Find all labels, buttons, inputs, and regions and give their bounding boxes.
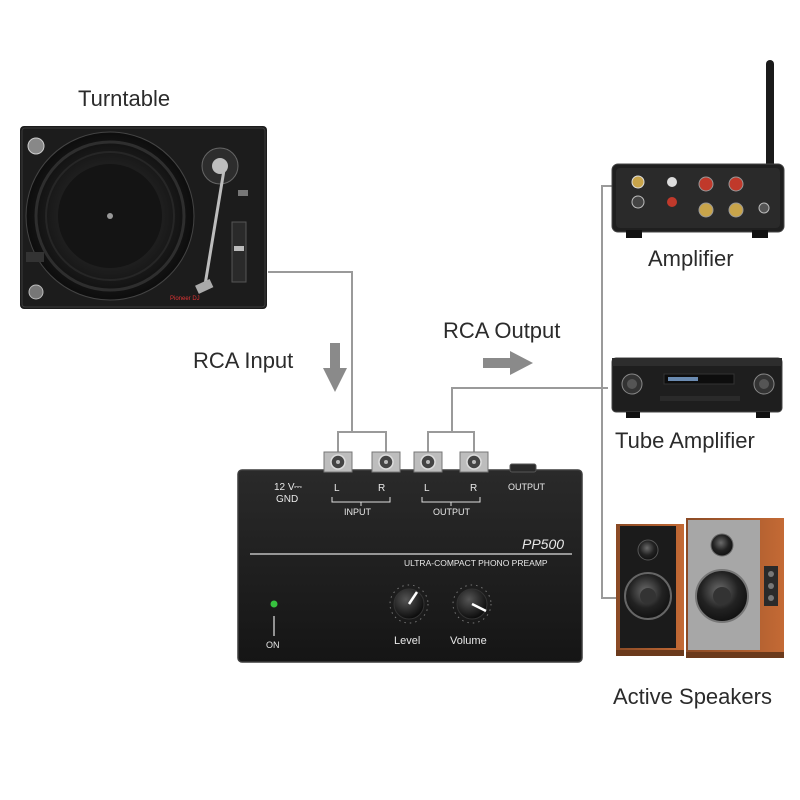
antenna (766, 60, 774, 170)
output-label: OUTPUT (433, 507, 471, 517)
volume-label: Volume (450, 635, 487, 647)
volume-knob (452, 584, 492, 624)
rca-input-right-jack (371, 451, 401, 473)
rca-output-left-jack (413, 451, 443, 473)
turntable-wire (268, 271, 353, 432)
start-stop-knob (27, 137, 45, 155)
output-right-label: R (470, 483, 477, 494)
subtitle: ULTRA-COMPACT PHONO PREAMP (404, 558, 548, 568)
rca-output-label: RCA Output (443, 318, 561, 343)
on-label: ON (266, 640, 280, 650)
wires (268, 185, 624, 599)
tube-amplifier-label: Tube Amplifier (615, 428, 755, 453)
rca-input-label: RCA Input (193, 348, 294, 373)
power-led (270, 600, 278, 608)
output-jack-label: OUTPUT (508, 482, 546, 492)
input-label: INPUT (344, 507, 372, 517)
gnd-label: GND (276, 494, 298, 505)
level-knob (389, 584, 429, 624)
rca-input-left-jack (323, 451, 353, 473)
dc-symbol: ⎓ (294, 482, 302, 493)
turntable-brand: Pioneer DJ (170, 296, 200, 302)
output-jack (509, 463, 537, 473)
right-speaker (686, 518, 784, 658)
active-speakers-label: Active Speakers (613, 684, 772, 709)
arrow-right-icon (483, 351, 533, 375)
model-name: PP500 (522, 536, 564, 552)
left-speaker (616, 524, 684, 656)
input-split-wire (337, 431, 387, 455)
device-bus-wire (601, 185, 624, 599)
phono-preamp: 12 V ⎓ GND L R INPUT L R OUTPUT OUTPUT P… (237, 451, 583, 663)
input-left-label: L (334, 483, 340, 494)
amplifier-label: Amplifier (648, 246, 734, 271)
output-left-label: L (424, 483, 430, 494)
output-wire (451, 387, 608, 432)
input-right-label: R (378, 483, 385, 494)
tube-amplifier (611, 357, 783, 418)
level-label: Level (394, 635, 420, 647)
turntable-label: Turntable (78, 86, 171, 111)
active-speakers (616, 518, 784, 658)
turntable: Pioneer DJ (20, 126, 267, 309)
arrow-down-icon (323, 343, 347, 392)
amplifier (611, 60, 785, 238)
rca-output-right-jack (459, 451, 489, 473)
power-label: 12 V (274, 482, 295, 493)
